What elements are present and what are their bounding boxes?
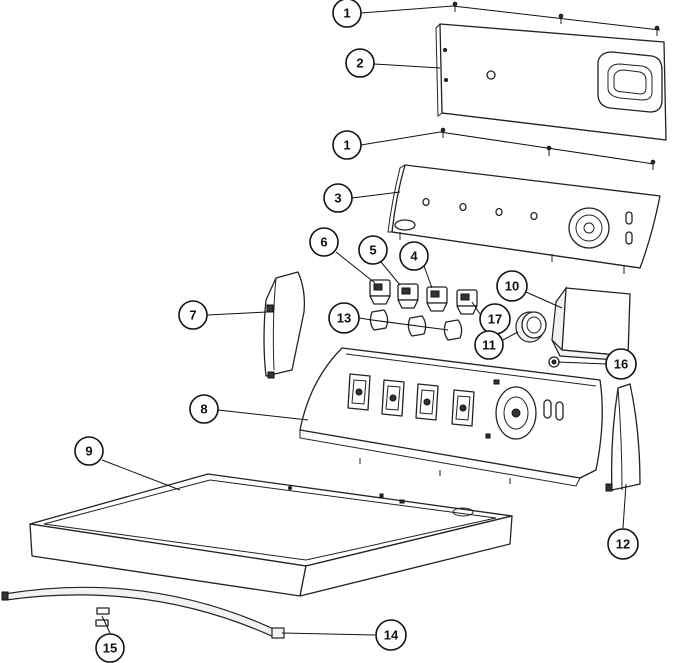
callout-label: 2 [356,56,363,71]
callout-11: 11 [474,330,504,360]
part-trim-strip [1,586,285,639]
callout-label: 4 [410,249,418,264]
callout-label: 6 [320,235,327,250]
callout-10: 10 [496,270,528,302]
part-screws-top [452,1,660,36]
callout-1-top: 1 [332,0,362,28]
callout-label: 9 [85,444,92,459]
callout-12: 12 [607,528,639,560]
callout-label: 16 [614,357,628,372]
callout-8: 8 [189,394,219,424]
part-console-back [387,164,661,274]
part-top-lid [29,473,513,597]
callout-1-middle: 1 [332,130,362,160]
callout-label: 11 [482,338,496,353]
callout-label: 7 [189,308,196,323]
part-buttons [369,309,463,341]
callout-label: 1 [343,6,350,21]
callout-17: 17 [479,303,511,335]
callout-3: 3 [323,183,353,213]
callout-label: 3 [334,191,341,206]
part-left-end-cap [263,271,306,379]
callout-label: 5 [369,243,376,258]
callout-6: 6 [309,227,339,257]
callout-label: 14 [384,628,399,643]
callout-9: 9 [74,436,104,466]
part-clip [548,356,560,368]
part-small-clips [95,607,110,627]
callout-5: 5 [358,235,388,265]
callout-label: 12 [616,537,630,552]
part-console-front [299,347,603,487]
part-rear-panel [435,23,667,141]
leader-lines [101,5,661,636]
part-screws-middle [440,127,656,170]
callout-label: 15 [103,641,117,656]
callout-7: 7 [178,300,208,330]
callout-14: 14 [375,619,407,651]
callout-label: 1 [343,138,350,153]
callout-15: 15 [95,633,125,663]
part-switches [369,279,478,315]
callout-16: 16 [605,348,637,380]
callout-label: 10 [505,279,519,294]
callout-13: 13 [328,302,360,334]
callout-label: 8 [200,402,207,417]
callout-2: 2 [345,48,375,78]
callout-label: 17 [488,312,502,327]
part-knob [515,311,547,343]
callout-4: 4 [399,241,429,271]
part-right-end-cap [605,383,641,492]
callout-label: 13 [337,311,351,326]
